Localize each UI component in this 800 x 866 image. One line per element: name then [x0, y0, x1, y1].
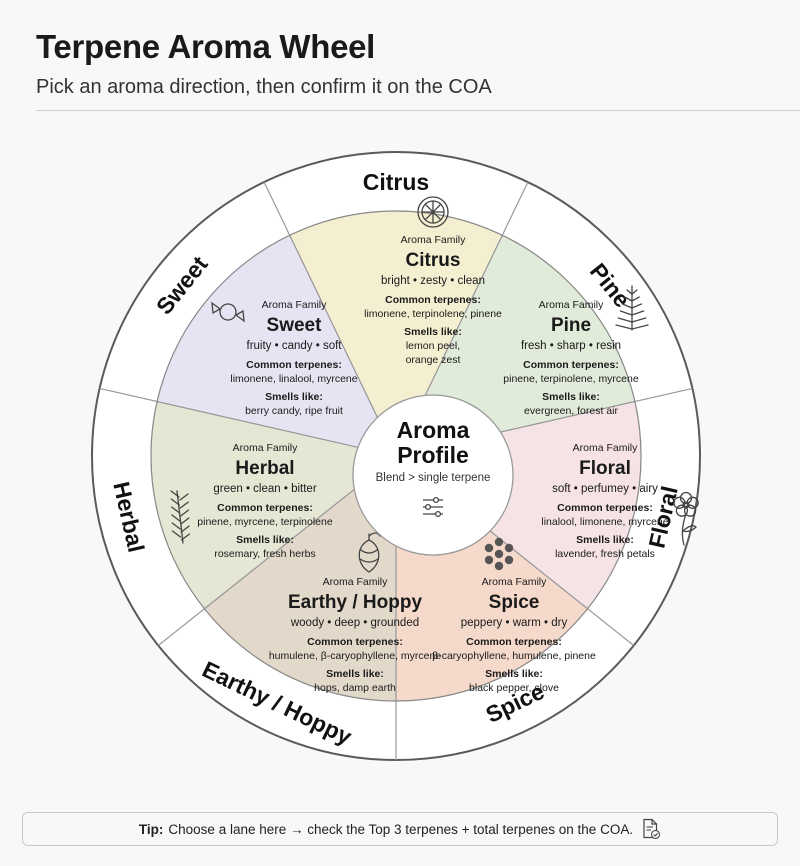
flower-icon	[673, 491, 699, 546]
common-terpenes-label: Common terpenes:	[523, 359, 619, 371]
sector-divider	[99, 387, 359, 448]
segment-descriptors: fruity • candy • soft	[247, 340, 343, 352]
sector-divider	[424, 181, 529, 396]
segment-terpenes: humulene, β-caryophyllene, myrcene	[269, 650, 442, 662]
family-label: Aroma Family	[323, 576, 389, 588]
segment-smells: lemon peel,	[406, 340, 460, 352]
common-terpenes-label: Common terpenes:	[466, 636, 562, 648]
segment-name: Earthy / Hoppy	[288, 592, 423, 613]
common-terpenes-label: Common terpenes:	[557, 502, 653, 514]
common-terpenes-label: Common terpenes:	[246, 359, 342, 371]
common-terpenes-label: Common terpenes:	[385, 294, 481, 306]
sector-divider	[157, 488, 355, 646]
sliders-icon	[423, 496, 443, 518]
smells-like-label: Smells like:	[326, 668, 384, 680]
document-check-icon	[641, 818, 661, 840]
smells-like-label: Smells like:	[485, 668, 543, 680]
segment-name: Citrus	[406, 250, 461, 271]
tip-label: Tip:	[138, 821, 164, 837]
family-label: Aroma Family	[539, 299, 605, 311]
segment-name: Herbal	[235, 458, 294, 479]
wheel-inner-border	[150, 210, 642, 702]
segment-smells: hops, damp earth	[314, 682, 396, 694]
citrus-slice-icon	[417, 196, 449, 228]
segment-smells: evergreen, forest air	[524, 405, 618, 417]
sector-divider	[500, 387, 693, 433]
segment-smells: rosemary, fresh herbs	[214, 548, 315, 560]
segment-smells: black pepper, clove	[469, 682, 559, 694]
wheel-sectors	[150, 210, 642, 702]
page-title: Terpene Aroma Wheel	[36, 28, 376, 65]
segment-smells: lavender, fresh petals	[555, 548, 655, 560]
center-hub[interactable]: Aroma Profile Blend > single terpene	[352, 394, 514, 556]
header-divider	[36, 110, 800, 111]
family-label: Aroma Family	[401, 234, 467, 246]
smells-like-label: Smells like:	[542, 391, 600, 403]
segment-descriptors: woody • deep • grounded	[290, 617, 419, 629]
segment-terpenes: linalool, limonene, myrcene	[541, 516, 668, 528]
family-label: Aroma Family	[262, 299, 328, 311]
segment-descriptors: bright • zesty • clean	[381, 275, 485, 287]
candy-icon	[211, 301, 245, 323]
center-title-line1: Aroma	[397, 417, 470, 443]
family-label: Aroma Family	[482, 576, 548, 588]
sector-divider	[263, 181, 378, 418]
family-label: Aroma Family	[573, 442, 639, 454]
segment-terpenes: limonene, terpinolene, pinene	[364, 308, 502, 320]
segment-name: Floral	[579, 458, 631, 479]
segment-terpenes: β-caryophyllene, humulene, pinene	[432, 650, 596, 662]
segment-name: Pine	[551, 315, 591, 336]
herb-sprig-icon	[170, 490, 191, 544]
segment-terpenes: pinene, terpinolene, myrcene	[503, 373, 639, 385]
segment-descriptors: green • clean • bitter	[213, 483, 316, 495]
header: Terpene Aroma Wheel Pick an aroma direct…	[36, 28, 492, 99]
ring-label-citrus[interactable]: Citrus	[363, 169, 429, 195]
segment-name: Sweet	[267, 315, 323, 336]
smells-like-label: Smells like:	[404, 326, 462, 338]
segment-terpenes: limonene, linalool, myrcene	[230, 373, 357, 385]
center-circle	[352, 394, 514, 556]
segment-terpenes: pinene, myrcene, terpinolene	[197, 516, 333, 528]
tip-text: Choose a lane here → check the Top 3 ter…	[168, 821, 634, 837]
sector-divider	[489, 530, 635, 646]
smells-like-label: Smells like:	[576, 534, 634, 546]
smells-like-label: Smells like:	[236, 534, 294, 546]
common-terpenes-label: Common terpenes:	[217, 502, 313, 514]
segment-smells: orange zest	[406, 354, 461, 366]
common-terpenes-label: Common terpenes:	[307, 636, 403, 648]
center-caption: Blend > single terpene	[376, 472, 491, 484]
tip-box: Tip: Choose a lane here → check the Top …	[22, 812, 778, 846]
center-title-line2: Profile	[397, 442, 469, 468]
pine-branch-icon	[615, 285, 649, 331]
segment-descriptors: fresh • sharp • resin	[521, 340, 621, 352]
segment-smells: berry candy, ripe fruit	[245, 405, 343, 417]
peppercorn-icon	[484, 537, 514, 571]
segment-descriptors: soft • perfumey • airy	[552, 483, 658, 495]
segment-descriptors: peppery • warm • dry	[461, 617, 568, 629]
page-subtitle: Pick an aroma direction, then confirm it…	[36, 76, 492, 98]
smells-like-label: Smells like:	[265, 391, 323, 403]
segment-name: Spice	[489, 592, 540, 613]
family-label: Aroma Family	[233, 442, 299, 454]
wheel-dividers	[99, 181, 693, 760]
